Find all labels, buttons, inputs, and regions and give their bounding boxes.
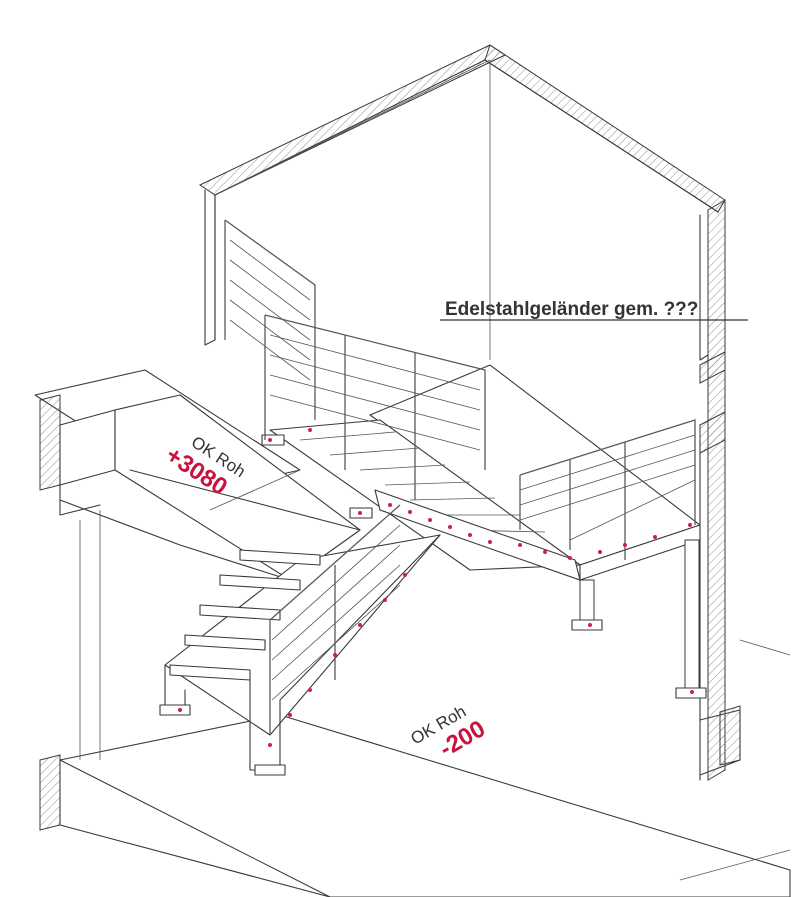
bolt-markers [178, 428, 694, 747]
railing-note: Edelstahlgeländer gem. ??? [440, 299, 748, 321]
railing-note-text: Edelstahlgeländer gem. ??? [445, 299, 698, 320]
upper-floor-slab [34, 369, 361, 581]
roof-right-slope [484, 44, 726, 213]
lower-flight [159, 534, 441, 776]
ground-floor-slab [39, 510, 791, 897]
building-walls [198, 44, 726, 781]
lower-level-mark: OK Roh -200 [408, 702, 490, 763]
stainless-railing [224, 219, 696, 735]
left-back-wall [204, 189, 216, 346]
right-wall [707, 199, 726, 781]
roof-left-slope [198, 44, 507, 196]
